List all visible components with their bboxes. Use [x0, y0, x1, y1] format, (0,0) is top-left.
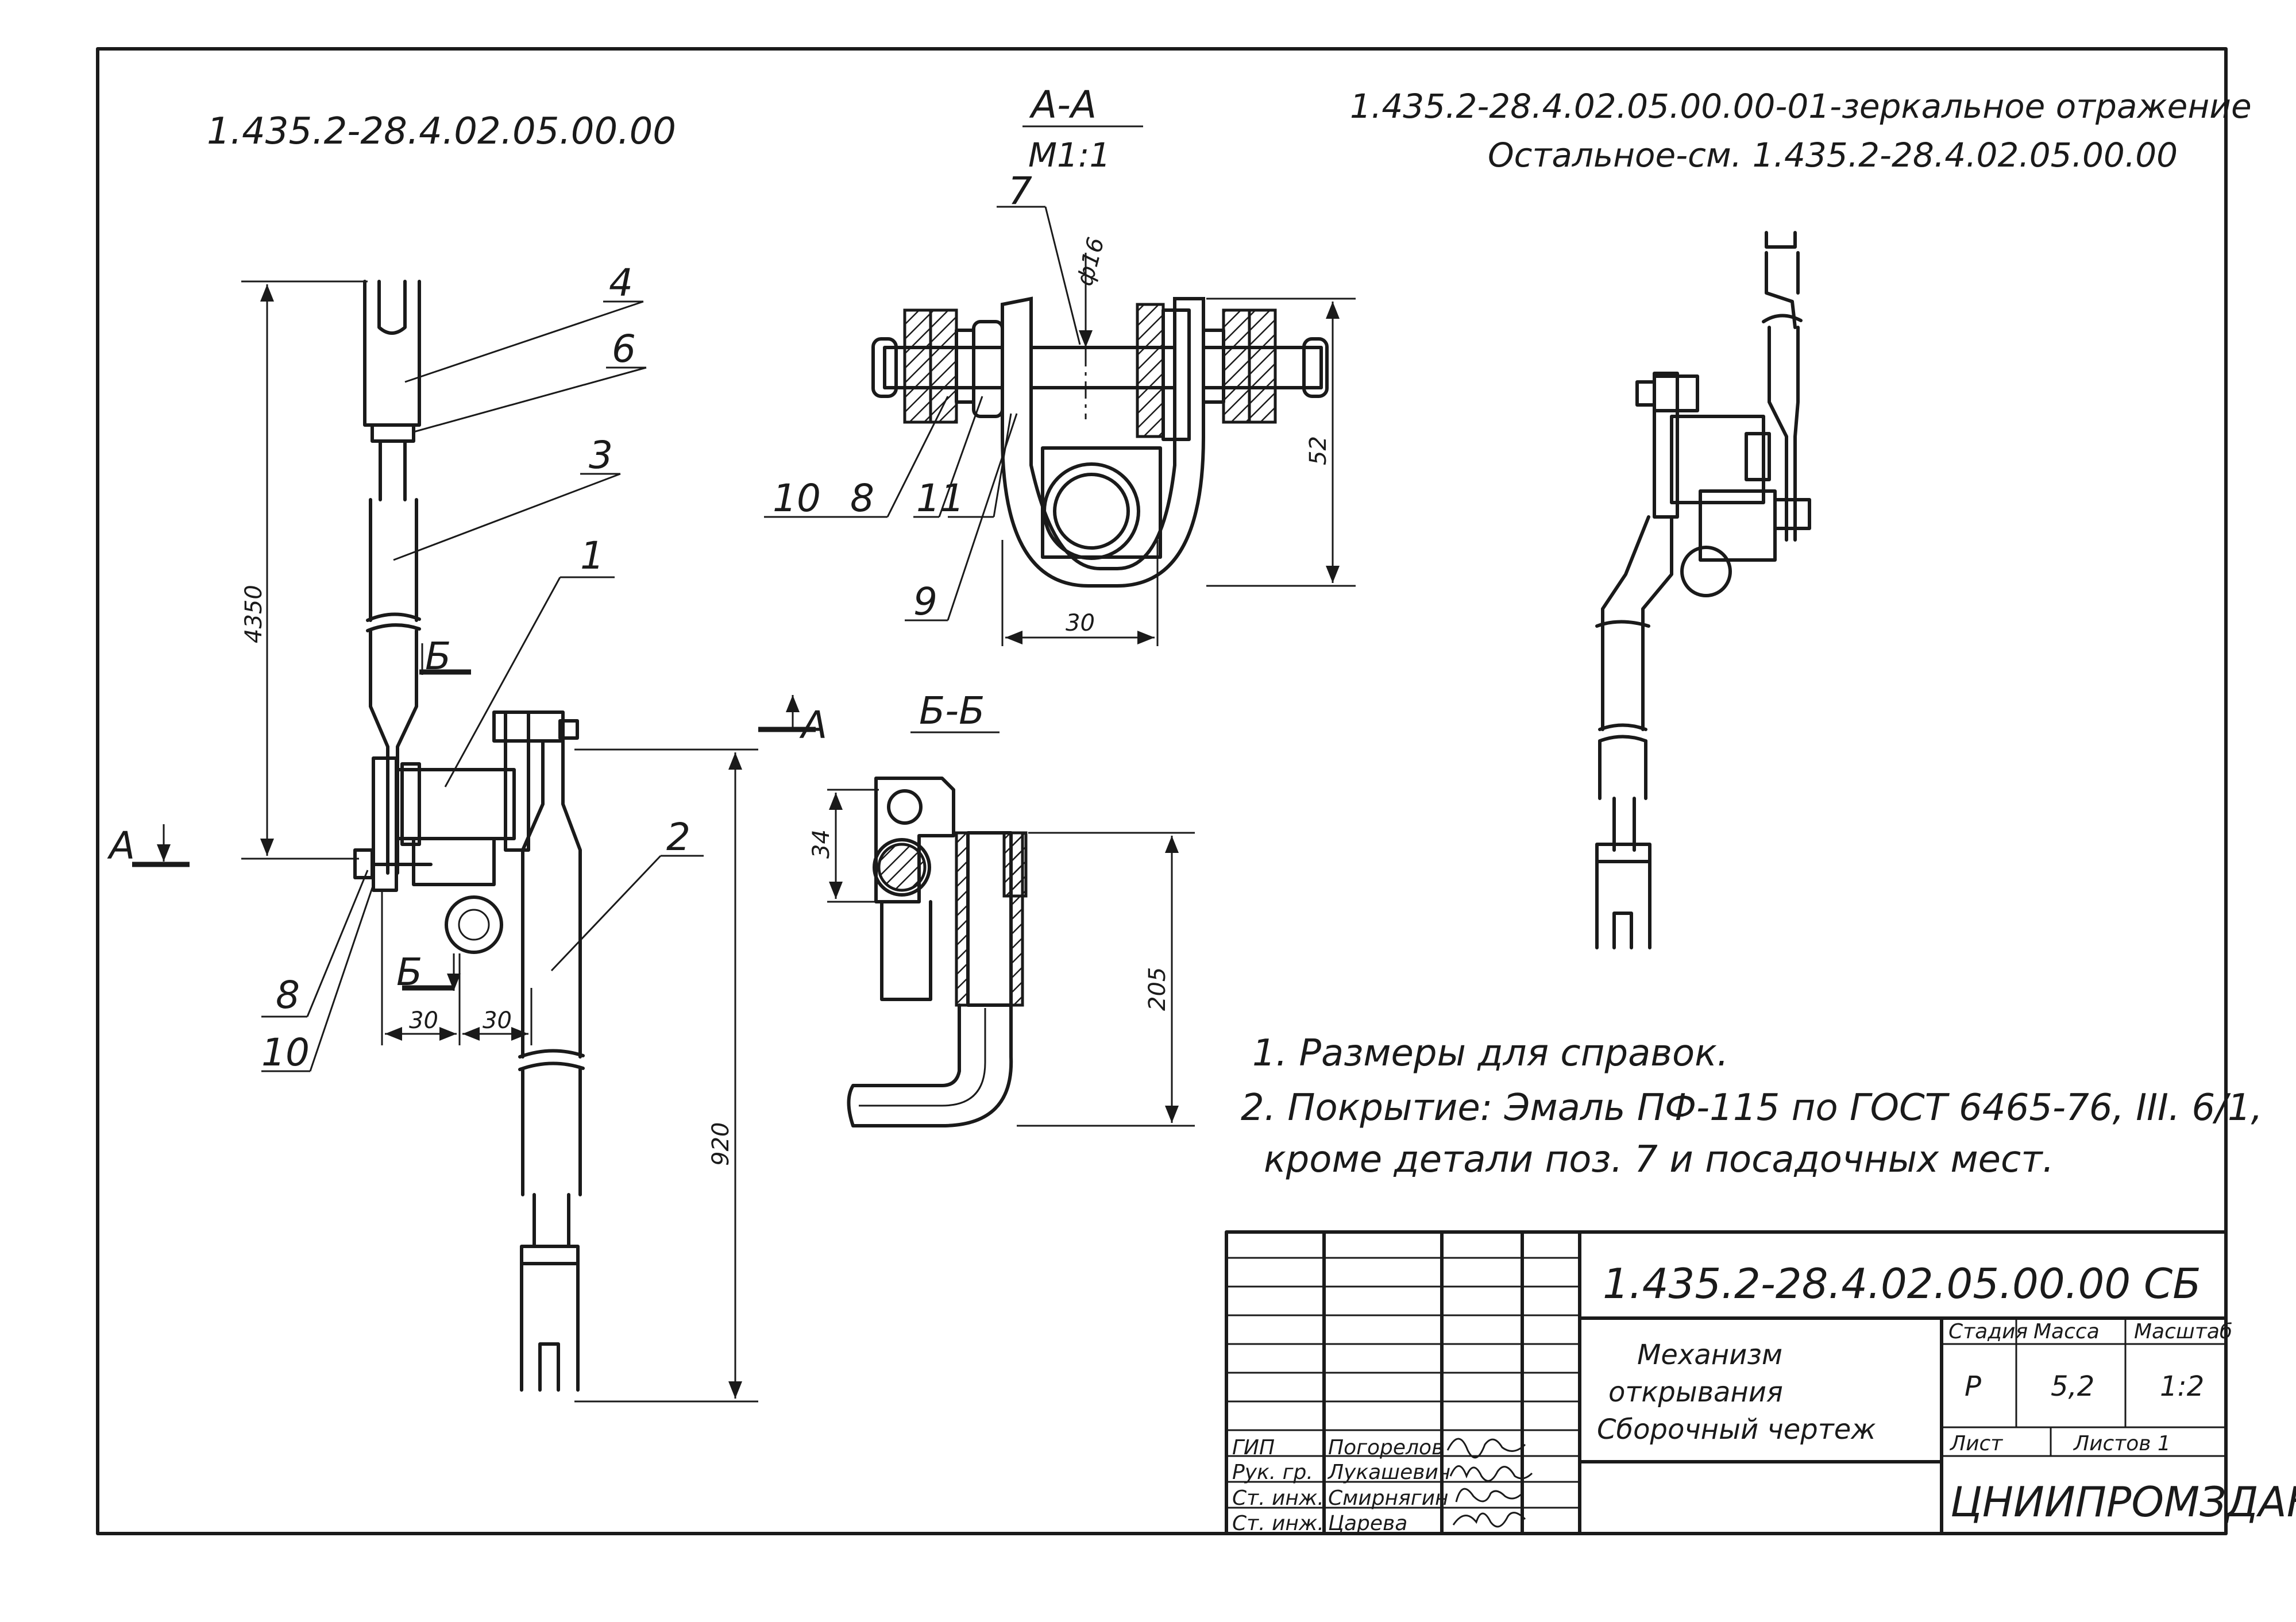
pos-1-label: 1	[580, 534, 604, 578]
role-4: Ст. инж.	[1232, 1512, 1324, 1535]
pos-11-label: 11	[916, 476, 964, 520]
section-aa: А-А М1:1 ф16 52	[764, 83, 1356, 646]
sheets-label: Листов 1	[2073, 1432, 2171, 1455]
pos-7-label: 7	[1008, 169, 1032, 213]
mirror-note-line2: Остальное-см. 1.435.2-28.4.02.05.00.00	[1488, 136, 2178, 175]
section-aa-title: А-А	[1029, 83, 1097, 127]
pos-2-label: 2	[666, 815, 690, 859]
pos-10-label-main: 10	[261, 1030, 310, 1075]
dim-30b-label: 30	[483, 1007, 512, 1034]
pos-8-label-aa: 8	[850, 476, 874, 520]
signature-4	[1452, 1512, 1526, 1528]
pos-8-label-main: 8	[276, 973, 300, 1017]
stage-value: Р	[1965, 1370, 1981, 1403]
pos-4-label: 4	[609, 261, 633, 305]
arrow-a-label-left: А	[107, 824, 135, 868]
arrow-b-label-bottom: Б	[396, 950, 422, 994]
role-1: ГИП	[1232, 1436, 1275, 1459]
pos-10-label-aa: 10	[773, 476, 821, 520]
doc-code: 1.435.2-28.4.02.05.00.00 СБ	[1603, 1260, 2201, 1308]
mass-value: 5,2	[2051, 1370, 2094, 1403]
organization-name: ЦНИИПРОМЗДАНИЙ	[1950, 1478, 2296, 1526]
signature-3	[1455, 1488, 1523, 1503]
arrow-b-label-top: Б	[425, 634, 451, 678]
stage-label: Стадия	[1948, 1320, 2028, 1343]
role-3: Ст. инж.	[1232, 1486, 1324, 1510]
name-1: Погорелов	[1328, 1436, 1444, 1459]
dim-52-label: 52	[1305, 436, 1332, 465]
scale-value: 1:2	[2160, 1370, 2204, 1403]
name-4: Царева	[1328, 1512, 1407, 1535]
dim-4350-label: 4350	[241, 585, 267, 643]
dim-30a-label: 30	[409, 1007, 438, 1034]
note-1: 1. Размеры для справок.	[1252, 1032, 1728, 1075]
mass-label: Масса	[2033, 1320, 2100, 1343]
section-aa-scale: М1:1	[1028, 136, 1110, 175]
pos-3-label: 3	[589, 433, 613, 477]
dim-16-label: ф16	[1071, 234, 1109, 288]
title-block: 1.435.2-28.4.02.05.00.00 СБ Механизм отк…	[1225, 1230, 2296, 1535]
sheet-frame	[96, 47, 2228, 1535]
name-3: Смирнягин	[1328, 1486, 1449, 1510]
pos-6-label: 6	[612, 327, 636, 371]
pos-9-label: 9	[913, 580, 937, 624]
dim-205-label: 205	[1144, 967, 1171, 1011]
scale-label: Масштаб	[2134, 1320, 2232, 1343]
main-code-label: 1.435.2-28.4.02.05.00.00	[207, 110, 676, 153]
section-bb-title: Б-Б	[919, 689, 985, 733]
note-2-line2: кроме детали поз. 7 и посадочных мест.	[1264, 1138, 2054, 1181]
main-view: 4 6 3 1 2 8 10 4350 920 30 30 А Б Б А	[107, 261, 827, 1403]
sheet-label: Лист	[1949, 1432, 2003, 1455]
title-name-line3: Сборочный чертеж	[1597, 1414, 1876, 1446]
signature-2	[1449, 1465, 1533, 1482]
title-name-line2: открывания	[1608, 1376, 1783, 1408]
dim-34-label: 34	[808, 829, 835, 859]
name-2: Лукашевич	[1327, 1461, 1450, 1484]
title-name-line1: Механизм	[1637, 1339, 1782, 1371]
arrow-a-label-right: А	[799, 703, 827, 747]
mirror-view	[1595, 231, 1811, 949]
dim-30c-label: 30	[1066, 610, 1095, 636]
note-2-line1: 2. Покрытие: Эмаль ПФ-115 по ГОСТ 6465-7…	[1241, 1087, 2263, 1129]
role-2: Рук. гр.	[1232, 1461, 1313, 1484]
signature-1	[1446, 1438, 1526, 1459]
dim-920-label: 920	[708, 1122, 734, 1166]
mirror-note-line1: 1.435.2-28.4.02.05.00.00-01-зеркальное о…	[1350, 87, 2252, 126]
section-bb: Б-Б 34 205	[808, 689, 1195, 1127]
